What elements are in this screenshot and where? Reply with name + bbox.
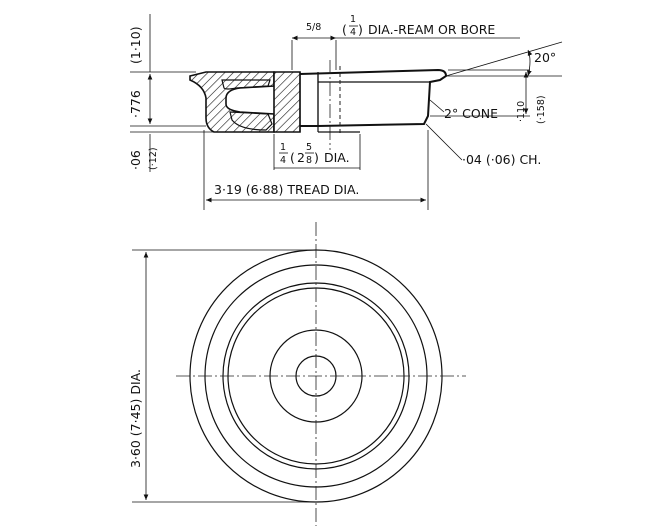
hub-dia-den: 4 [280,155,286,166]
hub-dia-alt-num: 5 [306,142,312,153]
chamfer-label: ·04 (·06) CH. [462,152,541,167]
overall-height-label: ·776 [128,90,143,118]
cone-leader [429,99,445,113]
front-view: 3·60 (7·45) DIA. [128,222,466,526]
angle-label: 20° [534,50,556,65]
overall-height-alt-label: (1·10) [128,26,143,64]
hub-dia-num: 1 [280,142,286,153]
bore-note-num: 1 [350,14,356,25]
overall-dia-label: 3·60 (7·45) DIA. [128,369,143,468]
bore-note-label: DIA.-REAM OR BORE [368,22,495,37]
hub-dia-paren-open: ( [290,150,295,165]
flange-depth-label: ·110 [516,101,527,122]
tread-dia-label: 3·19 (6·88) TREAD DIA. [214,182,359,197]
bore-note-paren-open: ( [342,22,347,37]
base-offset-alt-label: (·12) [148,147,159,170]
section-hatch-outer [189,71,275,133]
dim-5-8-label: 5/8 [306,22,321,33]
angle-arc [527,49,533,77]
section-hatch-hub [273,71,301,133]
cone-label: 2° CONE [444,106,498,121]
chamfer-leader [425,123,463,161]
flange-depth-alt-label: (·158) [536,95,547,124]
hub-dia-suffix: DIA. [324,150,350,165]
side-view: 5/8 ( 1 4 ) DIA.-REAM OR BORE 20° ·110 (… [128,14,563,210]
hub-dia-alt-whole: 2 [297,150,305,165]
recess-upper [221,79,271,90]
base-offset-label: ·06 [128,150,143,170]
recess-lower [229,111,273,131]
hub-dia-alt-den: 8 [306,155,312,166]
bore-note-paren-close: ) [358,22,363,37]
wheel-rim-outline [299,68,448,127]
bore-note-den: 4 [350,27,356,38]
hub-dia-paren-close: ) [314,150,319,165]
